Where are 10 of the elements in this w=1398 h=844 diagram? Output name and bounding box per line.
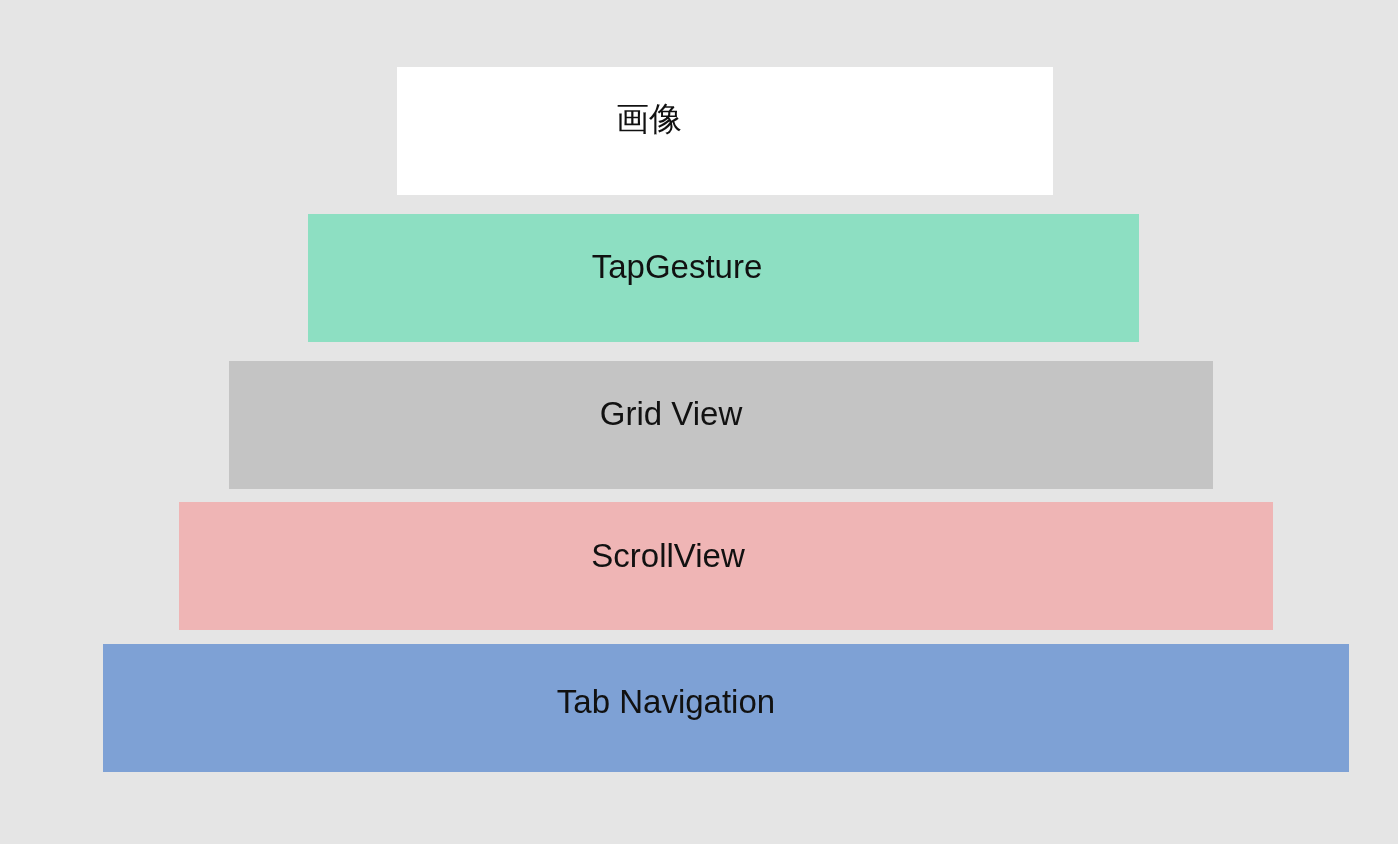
layer-box: [397, 67, 1053, 195]
layer-label: Grid View: [599, 395, 743, 433]
layer-label: 画像: [616, 98, 682, 139]
layer-box: [229, 361, 1213, 489]
layer-box: [308, 214, 1139, 342]
layer-label: Tab Navigation: [556, 683, 776, 721]
layer-box: [179, 502, 1273, 630]
layer-label: ScrollView: [591, 537, 745, 575]
layer-label: TapGesture: [591, 248, 763, 286]
layer-box: [103, 644, 1349, 772]
